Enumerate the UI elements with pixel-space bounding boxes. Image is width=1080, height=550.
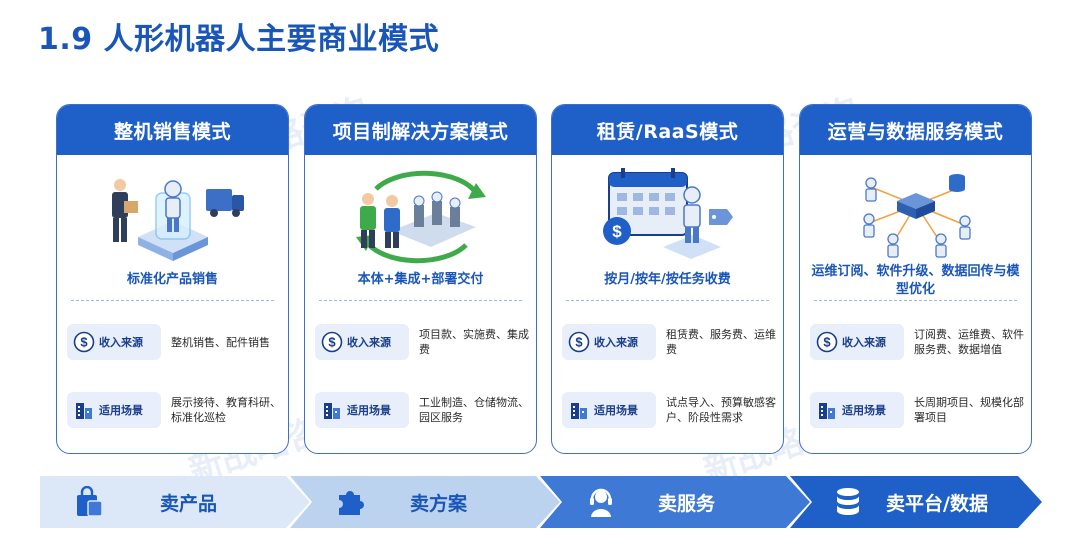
income-chip: $ 收入来源	[562, 324, 656, 360]
income-text: 租赁费、服务费、运维费	[666, 328, 776, 356]
flow-step-service: 卖服务	[540, 476, 810, 528]
flow-step-solution: 卖方案	[290, 476, 560, 528]
income-text: 项目款、实施费、集成费	[419, 328, 529, 356]
flow-label: 卖平台/数据	[886, 492, 988, 515]
dollar-icon: $	[568, 331, 590, 353]
scene-label: 适用场景	[347, 404, 391, 417]
income-row: $ 收入来源 项目款、实施费、集成费	[315, 320, 530, 364]
flow-step-platform-data: 卖平台/数据	[790, 476, 1042, 528]
dollar-icon: $	[816, 331, 838, 353]
scene-chip: 适用场景	[67, 392, 161, 428]
rental-illustration: $	[552, 165, 783, 265]
headset-icon	[590, 488, 612, 517]
income-chip: $ 收入来源	[810, 324, 904, 360]
scene-row: 适用场景 展示接待、教育科研、标准化巡检	[67, 388, 282, 432]
income-label: 收入来源	[842, 336, 886, 349]
income-chip: $ 收入来源	[315, 324, 409, 360]
divider	[814, 300, 1017, 301]
income-text: 订阅费、运维费、软件服务费、数据增值	[914, 328, 1024, 356]
card-subtitle: 按月/按年/按任务收费	[604, 272, 731, 287]
divider	[71, 300, 274, 301]
card-title: 租赁/RaaS模式	[552, 105, 783, 155]
building-icon	[76, 403, 92, 419]
scene-row: 适用场景 长周期项目、规模化部署项目	[810, 388, 1025, 432]
database-icon	[837, 488, 859, 515]
scene-label: 适用场景	[99, 404, 143, 417]
card-project-solution: 项目制解决方案模式 本体+集成+部署交付 $ 收入来	[304, 104, 537, 454]
income-text: 整机销售、配件销售	[171, 335, 270, 349]
dollar-icon: $	[73, 331, 95, 353]
income-label: 收入来源	[99, 336, 143, 349]
card-subtitle: 标准化产品销售	[126, 272, 218, 287]
shopping-bag-icon	[77, 486, 103, 517]
card-title: 项目制解决方案模式	[305, 105, 536, 155]
building-icon	[571, 403, 587, 419]
puzzle-icon	[339, 491, 364, 515]
scene-text: 长周期项目、规模化部署项目	[914, 396, 1024, 424]
scene-chip: 适用场景	[810, 392, 904, 428]
scene-chip: 适用场景	[315, 392, 409, 428]
flow-label: 卖方案	[410, 492, 468, 515]
divider	[319, 300, 522, 301]
scene-chip: 适用场景	[562, 392, 656, 428]
integration-illustration	[305, 165, 536, 265]
svg-text:$: $	[823, 335, 831, 350]
scene-label: 适用场景	[594, 404, 638, 417]
building-icon	[819, 403, 835, 419]
page-title: 1.9 人形机器人主要商业模式	[38, 22, 440, 57]
svg-text:$: $	[612, 222, 622, 241]
robot-sales-illustration	[57, 165, 288, 265]
card-title: 运营与数据服务模式	[800, 105, 1031, 155]
scene-text: 工业制造、仓储物流、园区服务	[419, 396, 529, 424]
income-label: 收入来源	[594, 336, 638, 349]
scene-row: 适用场景 工业制造、仓储物流、园区服务	[315, 388, 530, 432]
income-row: $ 收入来源 整机销售、配件销售	[67, 320, 282, 364]
card-title: 整机销售模式	[57, 105, 288, 155]
income-chip: $ 收入来源	[67, 324, 161, 360]
scene-label: 适用场景	[842, 404, 886, 417]
flow-label: 卖服务	[658, 492, 716, 515]
card-product-sales: 整机销售模式 标准化产品销售 $ 收入来源 整机销售、配件销售	[56, 104, 289, 454]
card-subtitle: 运维订阅、软件升级、数据回传与模型优化	[811, 264, 1020, 297]
svg-text:$: $	[328, 335, 336, 350]
svg-text:$: $	[575, 335, 583, 350]
scene-text: 试点导入、预算敏感客户、阶段性需求	[666, 396, 776, 424]
income-row: $ 收入来源 租赁费、服务费、运维费	[562, 320, 777, 364]
divider	[566, 300, 769, 301]
scene-text: 展示接待、教育科研、标准化巡检	[171, 396, 281, 424]
data-platform-illustration	[800, 165, 1031, 265]
card-subtitle: 本体+集成+部署交付	[357, 272, 484, 287]
card-rental-raas: 租赁/RaaS模式 $ 按月/按年/按任务收费 $ 收入来源	[551, 104, 784, 454]
income-label: 收入来源	[347, 336, 391, 349]
flow-step-product: 卖产品	[40, 476, 310, 528]
income-row: $ 收入来源 订阅费、运维费、软件服务费、数据增值	[810, 320, 1025, 364]
dollar-icon: $	[321, 331, 343, 353]
building-icon	[324, 403, 340, 419]
flow-label: 卖产品	[160, 492, 218, 515]
card-operation-data: 运营与数据服务模式 运维订阅、软件升级、数据回传与模型优化	[799, 104, 1032, 454]
scene-row: 适用场景 试点导入、预算敏感客户、阶段性需求	[562, 388, 777, 432]
svg-text:$: $	[80, 335, 88, 350]
